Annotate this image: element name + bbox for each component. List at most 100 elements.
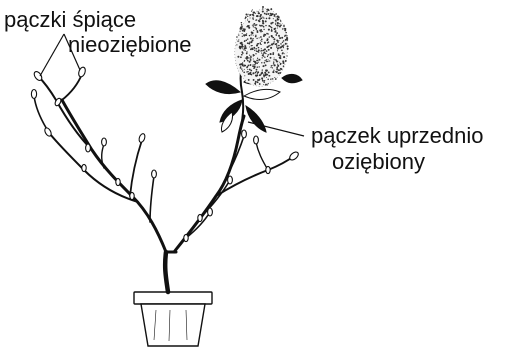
flower-dot [245,65,246,66]
flower-dot [266,13,268,15]
flower-dot [266,50,268,52]
flower-dot [280,20,281,21]
flower-dot [270,13,272,15]
flower-dot [278,69,280,71]
flower-dot [272,67,273,68]
flower-dot [248,42,250,44]
flower-dot [242,70,243,71]
flower-dot [236,36,238,38]
flower-dot [266,46,268,48]
flower-dot [275,28,276,29]
flower-dot [256,71,257,72]
bud [86,144,91,152]
flower-dot [242,62,243,63]
flower-dot [284,29,286,31]
flower-dot [257,58,258,59]
flower-dot [253,15,255,17]
flower-dot [253,64,254,65]
flower-dot [257,71,259,73]
flower-dot [262,8,263,9]
flower-dot [273,18,274,19]
flower-dot [245,13,247,15]
flower-dot [242,30,243,31]
flower-dot [262,10,264,12]
flower-dot [259,74,261,76]
flower-dot [283,40,285,42]
leaf [244,89,280,99]
leader-line-dormant-left [40,34,64,76]
flower-dot [247,16,248,17]
flower-dot [281,37,283,39]
flower-dot [263,26,265,28]
leaf [282,74,302,82]
flower-dot [262,31,263,32]
flower-dot [244,45,245,46]
flower-dot [259,37,260,38]
flower-dot [252,25,253,26]
flower-dot [275,43,277,45]
flower-dot [252,38,253,39]
flower-dot [244,75,245,76]
flower-dot [266,18,268,20]
flower-dot [258,62,259,63]
flower-dot [274,77,275,78]
flower-dot [277,22,279,24]
flower-dot [250,64,252,66]
flower-dot [270,53,272,55]
flower-dot [270,8,272,10]
flower-dot [275,24,276,25]
flower-dot [248,21,250,23]
flower-dot [262,6,264,8]
flower-dot [262,65,264,67]
flower-dot [253,58,254,59]
flower-dot [256,15,258,17]
flower-dot [276,68,278,70]
flower-dot [260,14,262,16]
flower-dot [255,35,256,36]
flower-dot [277,15,279,17]
flower-dot [261,25,263,27]
flower-dot [276,72,278,74]
flower-dot [261,38,263,40]
flower-dot [242,48,243,49]
flower-dot [267,38,269,40]
bud [82,164,86,171]
flower-dot [280,43,282,45]
flower-dot [273,59,274,60]
flower-dot [285,32,286,33]
flower-dot [273,63,274,64]
flower-dot [253,79,255,81]
flower-dot [283,25,285,27]
flower-dot [256,50,257,51]
leaf [246,106,266,132]
flower-dot [247,38,248,39]
flower-dot [286,35,287,36]
flower-dot [275,30,276,31]
flower-dot [287,45,289,47]
flower-dot [240,56,242,58]
flower-dot [266,59,268,61]
flower-dot [260,50,261,51]
bud [130,192,134,199]
flower-dot [242,36,243,37]
flower-dot [274,15,276,17]
flower-dot [263,21,264,22]
flower-dot [258,20,260,22]
flower-dot [240,66,241,67]
flower-dot [253,55,254,56]
flower-dot [272,53,274,55]
bud [254,136,259,144]
flower-dot [285,43,287,45]
flower-dot [247,66,249,68]
flower-dot [251,39,253,41]
flower-dot [266,61,268,63]
flower-dot [276,60,278,62]
flower-dot [266,33,268,35]
flower-dot [268,17,270,19]
flower-dot [274,57,275,58]
bud [138,133,146,143]
flower-dot [247,19,248,20]
flower-dot [259,83,261,85]
flower-dot [263,29,264,30]
flower-dot [263,34,265,36]
